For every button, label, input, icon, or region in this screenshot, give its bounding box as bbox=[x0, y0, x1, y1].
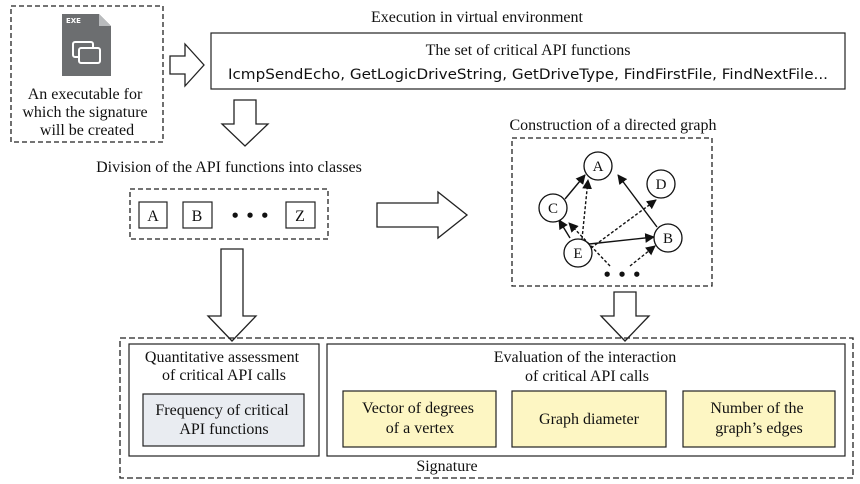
feature-number-edges: Number of the graph’s edges bbox=[682, 390, 836, 448]
frequency-label-line-2: API functions bbox=[179, 421, 268, 438]
feature-graph-diameter: Graph diameter bbox=[511, 390, 667, 448]
quantitative-title: Quantitative assessment of critical API … bbox=[145, 349, 303, 384]
svg-text:Vector of degrees of a v: Vector of degrees of a vertex bbox=[362, 400, 478, 437]
arrow-classes-to-graph bbox=[376, 190, 469, 240]
frequency-label: Frequency of critical API functions bbox=[155, 402, 292, 438]
exe-file-icon: EXE bbox=[62, 14, 111, 76]
executable-box bbox=[10, 5, 164, 143]
node-b: B bbox=[653, 223, 683, 253]
feature-vector-degrees-line-1: Vector of degrees bbox=[362, 400, 474, 417]
arrow-graph-down bbox=[599, 291, 651, 342]
graph-nodes: A B C D E bbox=[538, 151, 683, 268]
api-set-box bbox=[210, 32, 846, 90]
feature-number-edges-line-1: Number of the bbox=[710, 400, 803, 417]
class-z-label: Z bbox=[295, 208, 305, 225]
executable-label-line-3: will be created bbox=[40, 122, 134, 139]
executable-label: An executable for which the signature wi… bbox=[22, 86, 151, 139]
class-a-label: A bbox=[147, 208, 159, 225]
feature-graph-diameter-line-1: Graph diameter bbox=[539, 411, 640, 428]
feature-vector-degrees-line-2: of a vertex bbox=[386, 420, 454, 437]
node-a-label: A bbox=[593, 159, 604, 175]
interaction-title: Evaluation of the interaction of critica… bbox=[494, 349, 681, 385]
node-e-label: E bbox=[573, 246, 582, 262]
node-e: E bbox=[563, 238, 593, 268]
node-d: D bbox=[646, 169, 676, 199]
feature-number-edges-line-2: graph’s edges bbox=[715, 420, 803, 437]
api-set-title: The set of critical API functions bbox=[426, 42, 631, 59]
api-set-functions: IcmpSendEcho, GetLogicDriveString, GetDr… bbox=[228, 67, 828, 83]
svg-text:Number of the graph’s ed: Number of the graph’s edges bbox=[710, 400, 807, 437]
classes-box bbox=[129, 188, 329, 240]
frequency-label-line-1: Frequency of critical bbox=[155, 402, 289, 419]
graph-ellipsis: • • • bbox=[602, 266, 641, 284]
class-b: B bbox=[182, 201, 213, 229]
class-a: A bbox=[138, 201, 168, 229]
quantitative-title-line-1: Quantitative assessment bbox=[145, 349, 300, 366]
division-title: Division of the API functions into class… bbox=[96, 159, 362, 176]
execution-title: Execution in virtual environment bbox=[371, 9, 584, 26]
node-b-label: B bbox=[663, 231, 673, 247]
node-c-label: C bbox=[548, 201, 558, 217]
node-a: A bbox=[583, 151, 613, 181]
feature-vector-degrees: Vector of degrees of a vertex bbox=[342, 390, 497, 448]
class-b-label: B bbox=[192, 208, 203, 225]
arrow-classes-down bbox=[206, 248, 258, 342]
node-d-label: D bbox=[656, 177, 667, 193]
signature-box bbox=[119, 337, 854, 479]
frequency-box bbox=[142, 393, 305, 447]
interaction-title-line-2: of critical API calls bbox=[525, 368, 649, 385]
executable-label-line-1: An executable for bbox=[28, 86, 143, 103]
exe-icon-badge: EXE bbox=[66, 17, 81, 25]
quantitative-title-line-2: of critical API calls bbox=[162, 367, 286, 384]
arrow-exe-down bbox=[220, 99, 270, 147]
svg-text:Graph diameter: Graph diameter bbox=[539, 411, 640, 428]
graph-edges bbox=[558, 174, 658, 267]
graph-title: Construction of a directed graph bbox=[509, 117, 716, 134]
arrow-exe-to-api bbox=[169, 42, 205, 88]
executable-label-line-2: which the signature bbox=[22, 104, 147, 121]
interaction-title-line-1: Evaluation of the interaction bbox=[494, 349, 677, 366]
class-z: Z bbox=[285, 201, 316, 229]
node-c: C bbox=[538, 193, 568, 223]
signature-label: Signature bbox=[416, 458, 477, 475]
classes-ellipsis: • • • bbox=[230, 207, 269, 225]
graph-box bbox=[511, 137, 713, 287]
